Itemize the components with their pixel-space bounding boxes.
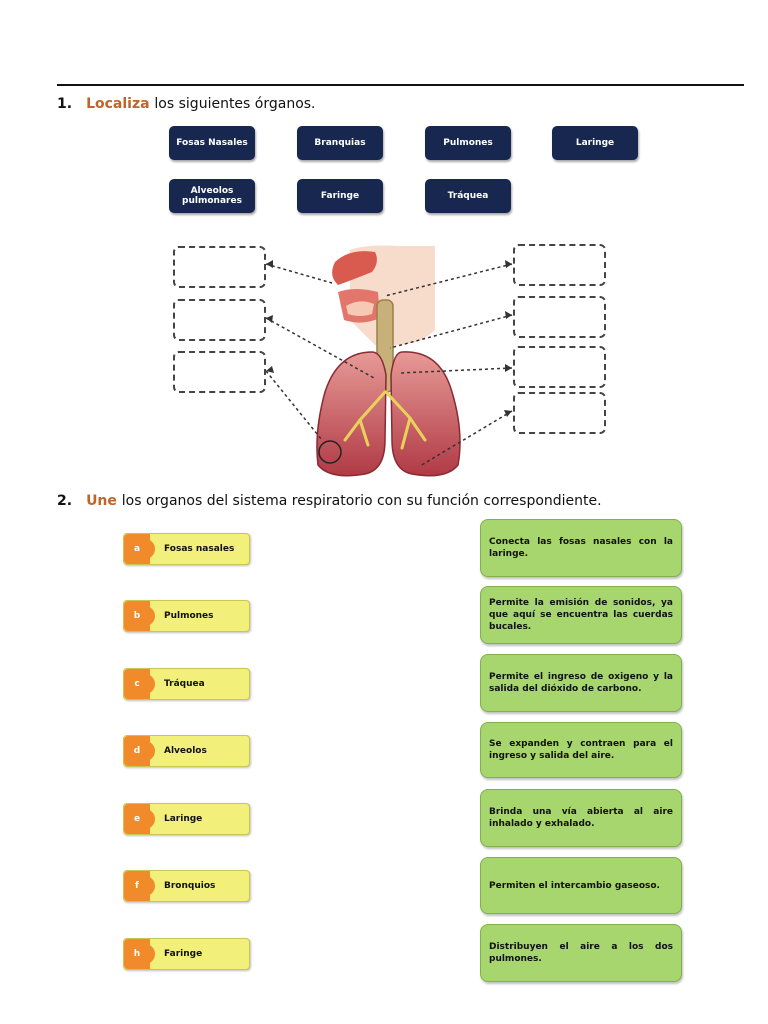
organ-item-d[interactable]: d Alveolos: [123, 735, 250, 767]
function-card-4[interactable]: Se expanden y contraen para el ingreso y…: [480, 722, 682, 778]
organ-item-e[interactable]: e Laringe: [123, 803, 250, 835]
function-card-7[interactable]: Distribuyen el aire a los dos pulmones.: [480, 924, 682, 982]
organ-tag-traquea[interactable]: Tráquea: [425, 179, 511, 213]
answer-box-left-2[interactable]: [173, 299, 266, 341]
organ-name: Bronquios: [164, 881, 216, 891]
head-silhouette: [350, 245, 435, 345]
answer-box-right-4[interactable]: [513, 392, 606, 434]
organ-name: Laringe: [164, 814, 203, 824]
organ-tag-faringe[interactable]: Faringe: [297, 179, 383, 213]
organ-tag-laringe[interactable]: Laringe: [552, 126, 638, 160]
tongue: [346, 301, 374, 316]
organ-letter: h: [124, 939, 155, 969]
answer-box-left-1[interactable]: [173, 246, 266, 288]
organ-tag-pulmones[interactable]: Pulmones: [425, 126, 511, 160]
alveoli-marker: [318, 440, 342, 464]
organ-name: Pulmones: [164, 611, 214, 621]
organ-letter: f: [124, 871, 155, 901]
function-card-2[interactable]: Permite la emisión de sonidos, ya que aq…: [480, 586, 682, 644]
question-1: 1. Localiza los siguientes órganos.: [57, 96, 316, 112]
oral-cavity: [338, 289, 380, 323]
organ-letter: e: [124, 804, 155, 834]
organ-letter: c: [124, 669, 155, 699]
arrowheads: [266, 260, 512, 417]
question-1-number: 1.: [57, 96, 73, 112]
organ-name: Fosas nasales: [164, 544, 235, 554]
question-2-text: los organos del sistema respiratorio con…: [121, 493, 602, 509]
organ-letter: d: [124, 736, 155, 766]
organ-item-h[interactable]: h Faringe: [123, 938, 250, 970]
organ-tag-branquias[interactable]: Branquias: [297, 126, 383, 160]
answer-box-right-1[interactable]: [513, 244, 606, 286]
question-1-text: los siguientes órganos.: [154, 96, 316, 112]
top-rule: [57, 84, 744, 86]
function-card-6[interactable]: Permiten el intercambio gaseoso.: [480, 857, 682, 914]
bronchi: [343, 390, 427, 450]
diagram-arrows: [265, 263, 513, 467]
trachea: [376, 299, 394, 393]
question-1-verb: Localiza: [86, 96, 150, 112]
organ-tag-alveolos[interactable]: Alveolos pulmonares: [169, 179, 255, 213]
function-card-1[interactable]: Conecta las fosas nasales con la laringe…: [480, 519, 682, 577]
question-2-verb: Une: [86, 493, 117, 509]
nasal-cavity: [332, 251, 377, 285]
organ-item-f[interactable]: f Bronquios: [123, 870, 250, 902]
right-lung: [390, 351, 461, 477]
organ-letter: b: [124, 601, 155, 631]
question-2-number: 2.: [57, 493, 73, 509]
left-lung: [316, 351, 387, 477]
answer-box-right-2[interactable]: [513, 296, 606, 338]
organ-tag-fosas-nasales[interactable]: Fosas Nasales: [169, 126, 255, 160]
organ-name: Tráquea: [164, 679, 205, 689]
function-card-3[interactable]: Permite el ingreso de oxigeno y la salid…: [480, 654, 682, 712]
organ-name: Faringe: [164, 949, 203, 959]
organ-letter: a: [124, 534, 155, 564]
organ-item-b[interactable]: b Pulmones: [123, 600, 250, 632]
function-card-5[interactable]: Brinda una vía abierta al aire inhalado …: [480, 789, 682, 847]
answer-box-right-3[interactable]: [513, 346, 606, 388]
organ-name: Alveolos: [164, 746, 207, 756]
organ-item-a[interactable]: a Fosas nasales: [123, 533, 250, 565]
organ-item-c[interactable]: c Tráquea: [123, 668, 250, 700]
answer-box-left-3[interactable]: [173, 351, 266, 393]
question-2: 2. Une los organos del sistema respirator…: [57, 493, 602, 509]
